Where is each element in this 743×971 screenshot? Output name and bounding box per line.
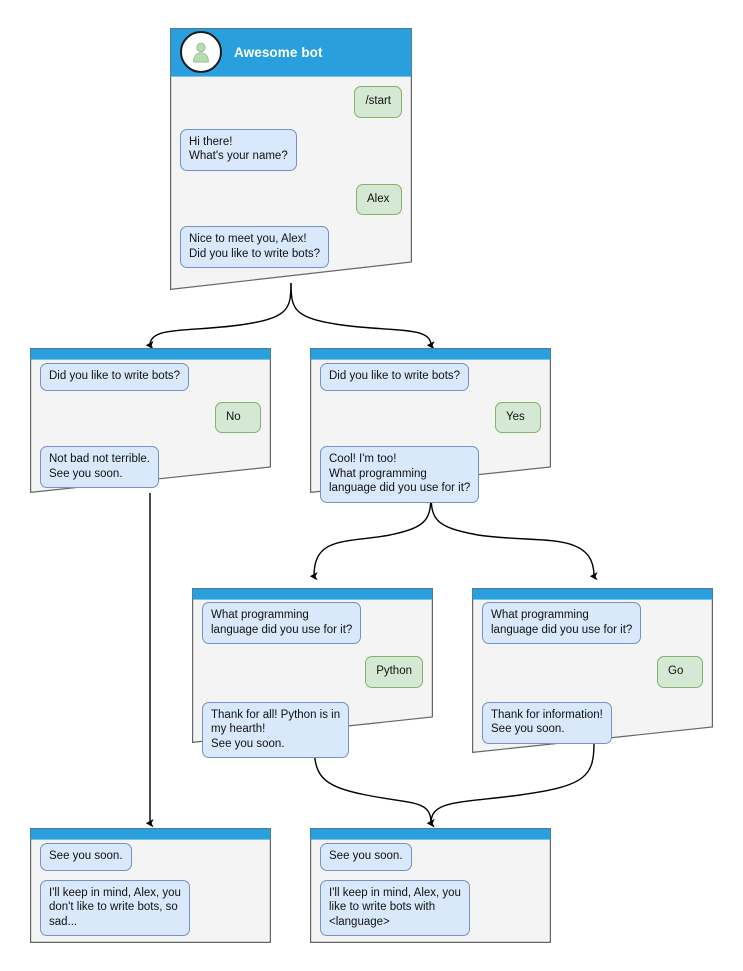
root-title: Awesome bot: [234, 44, 323, 60]
node-go-branch[interactable]: What programming language did you use fo…: [472, 588, 713, 753]
edge-go-to-end-happy: [426, 742, 595, 828]
user-message-bubble[interactable]: No: [215, 401, 261, 433]
user-message-bubble[interactable]: /start: [354, 86, 402, 118]
node-root[interactable]: Awesome bot /start Hi there! What's your…: [170, 28, 412, 290]
root-chat: /start Hi there! What's your name? Alex …: [170, 86, 412, 268]
user-message-bubble[interactable]: Alex: [356, 183, 402, 215]
edge-yes-to-go: [430, 491, 598, 581]
edge-root-to-no: [145, 282, 292, 350]
end-sad-chat: See you soon. I'll keep in mind, Alex, y…: [30, 843, 271, 936]
bot-message-bubble[interactable]: I'll keep in mind, Alex, you like to wri…: [320, 879, 470, 936]
node-end-sad[interactable]: See you soon. I'll keep in mind, Alex, y…: [30, 828, 271, 943]
message-row: Thank for information! See you soon.: [482, 701, 703, 744]
message-row: Cool! I'm too! What programming language…: [320, 446, 541, 503]
message-row: Go: [482, 656, 703, 688]
edge-yes-to-python: [309, 491, 432, 581]
bot-message-bubble[interactable]: Hi there! What's your name?: [180, 128, 297, 171]
bot-message-bubble[interactable]: See you soon.: [40, 843, 132, 871]
message-row: Did you like to write bots?: [40, 363, 261, 391]
bot-message-bubble[interactable]: Cool! I'm too! What programming language…: [320, 446, 480, 503]
bot-message-bubble[interactable]: Thank for all! Python is in my hearth! S…: [202, 701, 350, 758]
message-row: No: [40, 401, 261, 433]
message-row: Did you like to write bots?: [320, 363, 541, 391]
user-message-bubble[interactable]: Go: [657, 656, 703, 688]
bot-message-bubble[interactable]: Thank for information! See you soon.: [482, 701, 612, 744]
bot-message-bubble[interactable]: I'll keep in mind, Alex, you don't like …: [40, 879, 190, 936]
message-row: What programming language did you use fo…: [482, 602, 703, 644]
message-row: I'll keep in mind, Alex, you don't like …: [40, 879, 261, 936]
node-end-happy[interactable]: See you soon. I'll keep in mind, Alex, y…: [310, 828, 551, 943]
message-row: See you soon.: [320, 843, 541, 871]
message-row: What programming language did you use fo…: [202, 602, 423, 644]
user-message-bubble[interactable]: Python: [365, 656, 423, 688]
bot-message-bubble[interactable]: See you soon.: [320, 843, 412, 871]
message-row: Nice to meet you, Alex! Did you like to …: [180, 226, 402, 268]
no-branch-chat: Did you like to write bots? No Not bad n…: [30, 363, 271, 488]
node-python-branch[interactable]: What programming language did you use fo…: [192, 588, 433, 758]
bot-message-bubble[interactable]: Nice to meet you, Alex! Did you like to …: [180, 226, 330, 268]
edge-root-to-yes: [290, 282, 435, 350]
message-row: Not bad not terrible. See you soon.: [40, 446, 261, 488]
bot-message-bubble[interactable]: Did you like to write bots?: [40, 363, 190, 391]
person-avatar-icon: [180, 31, 222, 73]
user-message-bubble[interactable]: Yes: [495, 401, 541, 433]
message-row: Thank for all! Python is in my hearth! S…: [202, 701, 423, 758]
bot-message-bubble[interactable]: What programming language did you use fo…: [202, 602, 362, 644]
python-branch-chat: What programming language did you use fo…: [192, 602, 433, 758]
root-header: Awesome bot: [170, 28, 412, 76]
bot-message-bubble[interactable]: Did you like to write bots?: [320, 363, 470, 391]
message-row: /start: [180, 86, 402, 118]
message-row: Alex: [180, 183, 402, 215]
yes-branch-chat: Did you like to write bots? Yes Cool! I'…: [310, 363, 551, 503]
node-no-branch[interactable]: Did you like to write bots? No Not bad n…: [30, 348, 271, 493]
bot-message-bubble[interactable]: What programming language did you use fo…: [482, 602, 642, 644]
go-branch-chat: What programming language did you use fo…: [472, 602, 713, 744]
end-happy-chat: See you soon. I'll keep in mind, Alex, y…: [310, 843, 551, 936]
message-row: See you soon.: [40, 843, 261, 871]
message-row: I'll keep in mind, Alex, you like to wri…: [320, 879, 541, 936]
bot-message-bubble[interactable]: Not bad not terrible. See you soon.: [40, 446, 160, 488]
message-row: Yes: [320, 401, 541, 433]
message-row: Hi there! What's your name?: [180, 128, 402, 171]
node-yes-branch[interactable]: Did you like to write bots? Yes Cool! I'…: [310, 348, 551, 503]
message-row: Python: [202, 656, 423, 688]
